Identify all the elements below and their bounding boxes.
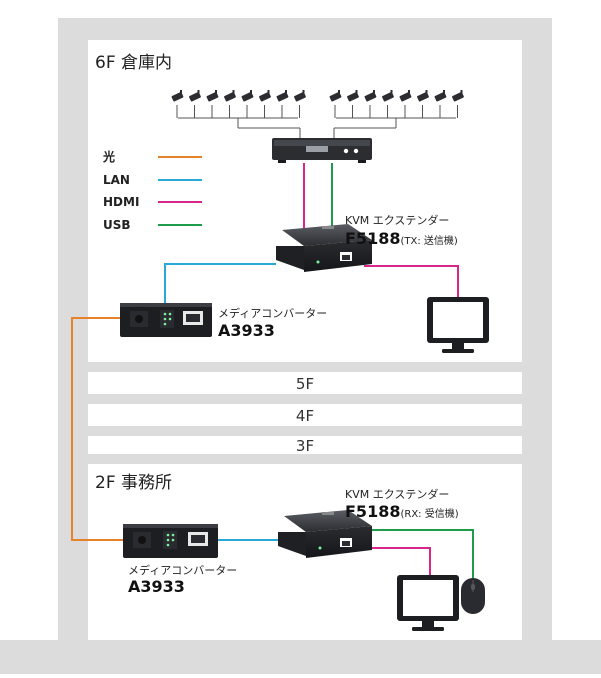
building-roof [58, 18, 552, 40]
camera-icon [434, 90, 447, 102]
hdmi-cable-tx-monitor [364, 265, 459, 297]
kvm-extender-rx [278, 510, 372, 558]
tx-extender-model-line: F5188(TX: 送信機) [345, 229, 458, 248]
media-converter-top [120, 303, 212, 337]
tx-extender-model: F5188 [345, 229, 400, 248]
camera-icon [417, 90, 429, 102]
camera-icon [171, 90, 184, 102]
camera-icon [347, 90, 359, 102]
legend: 光 LAN HDMI USB [102, 149, 202, 232]
floor-slab [58, 426, 552, 436]
hdmi-cable-rx-monitor [364, 547, 431, 575]
lan-cable-tx-converter [164, 263, 276, 305]
camera-icon [241, 90, 254, 102]
rx-extender-role: (RX: 受信機) [400, 507, 458, 520]
rx-extender-model-line: F5188(RX: 受信機) [345, 502, 459, 521]
legend-label-fiber: 光 [102, 149, 115, 164]
camera-icon [276, 90, 289, 102]
cables-bottom [218, 529, 474, 578]
camera-icon [452, 90, 464, 102]
rx-extender-model: F5188 [345, 502, 400, 521]
tx-extender-label: KVM エクステンダー [345, 213, 449, 227]
floor-slab [58, 362, 552, 372]
media-converter-top-model: A3933 [218, 321, 275, 340]
floor-label-3f: 3F [296, 437, 314, 455]
kvm-extender-tx [276, 224, 372, 272]
camera-icon [329, 90, 342, 102]
floor-band-5f [88, 372, 522, 394]
floor-title-2f: 2F 事務所 [95, 473, 172, 493]
camera-icon [259, 90, 271, 102]
legend-label-lan: LAN [103, 173, 130, 187]
camera-drops [176, 105, 458, 118]
usb-cable-rx-mouse [364, 529, 474, 578]
floor-band-4f [88, 404, 522, 426]
floor-label-5f: 5F [296, 375, 314, 393]
camera-wiring [178, 117, 456, 138]
camera-icon [294, 90, 306, 102]
rx-extender-label: KVM エクステンダー [345, 487, 449, 501]
mouse-icon [461, 578, 485, 614]
media-converter-bottom-label: メディアコンバーター [128, 563, 237, 577]
legend-label-usb: USB [103, 218, 131, 232]
media-converter-bottom-model: A3933 [128, 577, 185, 596]
camera-icon [206, 90, 219, 102]
floor-slab [58, 394, 552, 404]
ground [0, 640, 601, 674]
legend-label-hdmi: HDMI [103, 195, 139, 209]
camera-icon [224, 90, 236, 102]
floor-band-3f [88, 436, 522, 454]
floor-title-6f: 6F 倉庫内 [95, 53, 172, 73]
media-converter-top-label: メディアコンバーター [218, 306, 327, 320]
media-converter-bottom [123, 524, 218, 558]
floor-slab [58, 454, 552, 464]
tx-extender-role: (TX: 送信機) [400, 234, 457, 247]
building-right-wall [522, 22, 552, 644]
camera-icon [399, 90, 412, 102]
camera-icon [189, 90, 201, 102]
camera-row [171, 90, 464, 102]
monitor-top [427, 297, 489, 353]
monitor-bottom [397, 575, 459, 631]
fiber-cable-vertical [71, 317, 123, 541]
recorder-device [272, 138, 372, 163]
cables-top [71, 163, 459, 541]
camera-icon [364, 90, 377, 102]
camera-icon [382, 90, 394, 102]
floor-label-4f: 4F [296, 407, 314, 425]
